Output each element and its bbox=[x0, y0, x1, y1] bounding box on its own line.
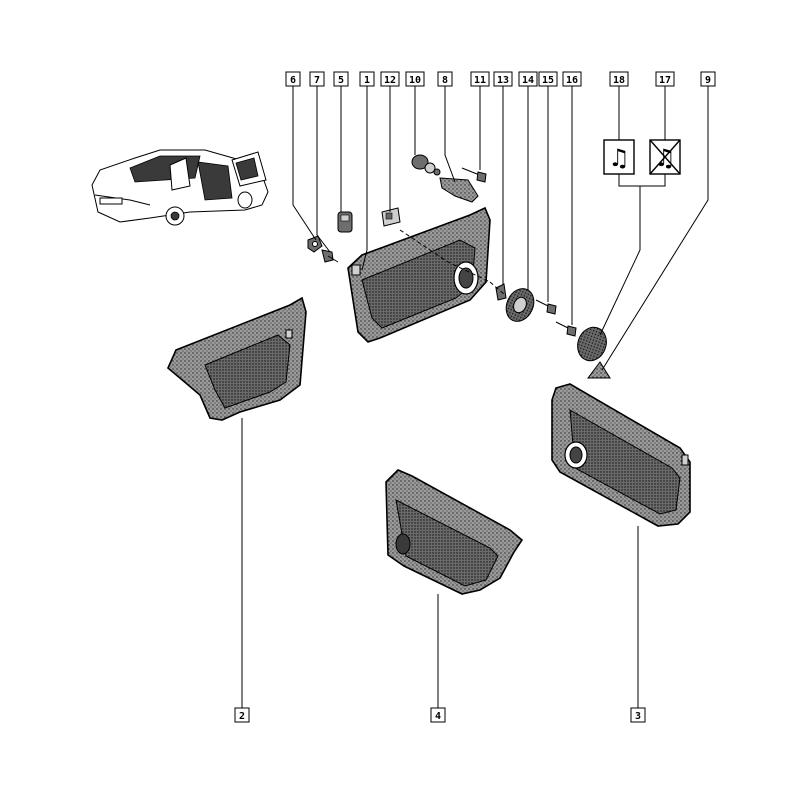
callout-9: 9 bbox=[700, 71, 716, 87]
door-panel-3 bbox=[551, 383, 691, 527]
callout-5: 5 bbox=[333, 71, 349, 87]
leader-lines bbox=[241, 86, 709, 708]
svg-text:17: 17 bbox=[659, 75, 671, 86]
callout-3: 3 bbox=[630, 707, 646, 723]
svg-text:14: 14 bbox=[522, 75, 534, 86]
callout-15: 15 bbox=[538, 71, 558, 87]
svg-text:5: 5 bbox=[338, 75, 344, 86]
callout-17: 17 bbox=[655, 71, 675, 87]
svg-text:7: 7 bbox=[314, 75, 320, 86]
svg-text:12: 12 bbox=[384, 75, 396, 86]
callout-10: 10 bbox=[405, 71, 425, 87]
part-9-tweeter-cover bbox=[587, 361, 611, 379]
part-11-screw bbox=[461, 167, 487, 183]
symbol-brace bbox=[618, 174, 666, 187]
part-speaker bbox=[577, 326, 607, 362]
callout-2: 2 bbox=[234, 707, 250, 723]
svg-text:2: 2 bbox=[239, 711, 245, 722]
callout-6: 6 bbox=[285, 71, 301, 87]
callout-4: 4 bbox=[430, 707, 446, 723]
svg-text:4: 4 bbox=[435, 711, 441, 722]
callout-18: 18 bbox=[609, 71, 629, 87]
part-12-clip bbox=[381, 207, 401, 227]
door-panel-2 bbox=[167, 296, 307, 421]
part-7-screw bbox=[321, 249, 339, 263]
speaker-symbol-box-18: ♫ bbox=[603, 139, 635, 175]
svg-text:1: 1 bbox=[364, 75, 370, 86]
part-16-screw bbox=[555, 321, 577, 337]
svg-text:16: 16 bbox=[566, 75, 578, 86]
svg-text:3: 3 bbox=[635, 711, 641, 722]
door-panel-4 bbox=[385, 469, 524, 595]
svg-text:6: 6 bbox=[290, 75, 296, 86]
assembly-line-1 bbox=[399, 229, 491, 283]
callout-1: 1 bbox=[359, 71, 375, 87]
part-14-speaker-ring bbox=[505, 288, 535, 322]
callout-8: 8 bbox=[437, 71, 453, 87]
speaker-symbol-box-17: ♫ bbox=[649, 139, 681, 175]
callout-14: 14 bbox=[518, 71, 538, 87]
car-illustration bbox=[91, 149, 269, 226]
part-15-screw bbox=[535, 299, 557, 315]
part-10-knob bbox=[411, 154, 441, 176]
callout-13: 13 bbox=[493, 71, 513, 87]
svg-text:13: 13 bbox=[497, 75, 509, 86]
part-6-clip bbox=[307, 235, 323, 253]
part-5-switch bbox=[337, 211, 353, 233]
callout-16: 16 bbox=[562, 71, 582, 87]
svg-text:15: 15 bbox=[542, 75, 554, 86]
music-note-icon: ♫ bbox=[608, 144, 630, 172]
svg-text:9: 9 bbox=[705, 75, 711, 86]
door-panel-1 bbox=[347, 206, 491, 343]
callout-11: 11 bbox=[470, 71, 490, 87]
callout-12: 12 bbox=[380, 71, 400, 87]
svg-text:10: 10 bbox=[409, 75, 421, 86]
callout-7: 7 bbox=[309, 71, 325, 87]
svg-text:11: 11 bbox=[474, 75, 486, 86]
svg-text:8: 8 bbox=[442, 75, 448, 86]
part-8-handle-cup bbox=[439, 177, 479, 203]
svg-text:18: 18 bbox=[613, 75, 625, 86]
assembly-line-2 bbox=[489, 281, 506, 296]
